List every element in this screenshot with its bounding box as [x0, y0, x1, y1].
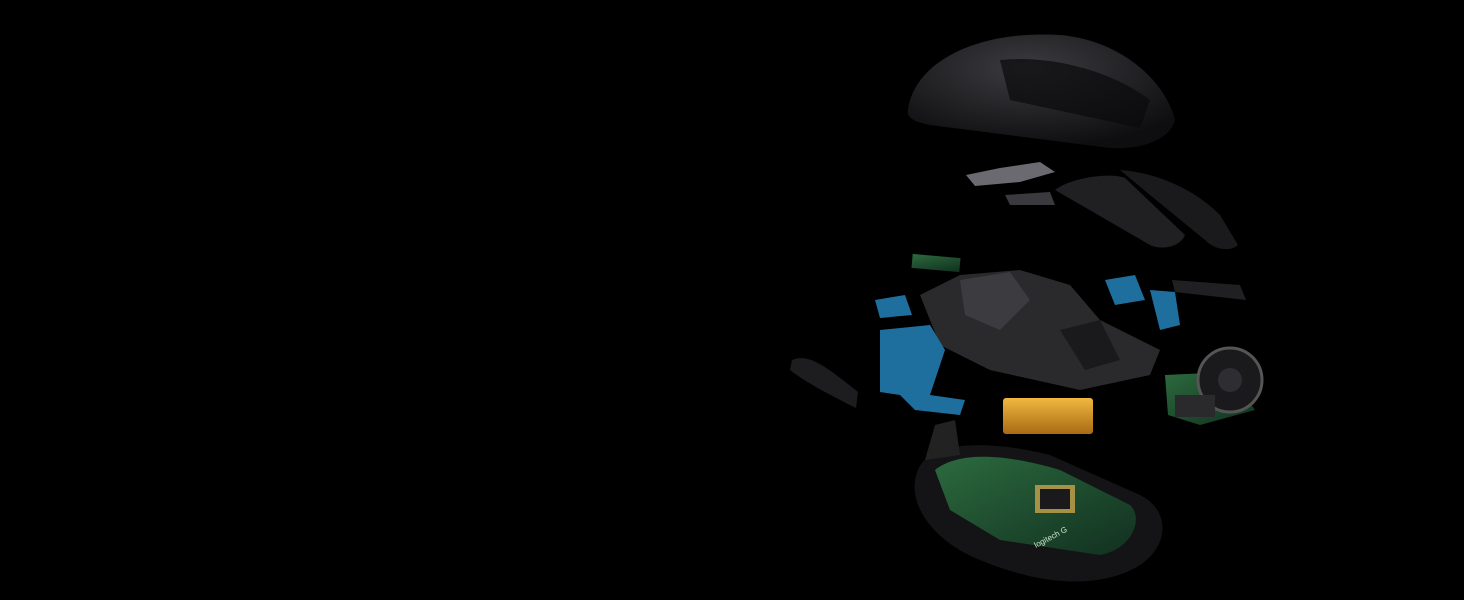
internal-frame	[920, 270, 1160, 390]
top-shell	[907, 34, 1175, 149]
battery	[1003, 398, 1093, 434]
click-buttons	[1055, 170, 1238, 250]
side-grip	[790, 358, 858, 408]
blue-switch-housings	[875, 275, 1180, 415]
base-plate-with-pcb: logitech G	[914, 420, 1163, 582]
spring-brackets	[966, 162, 1055, 205]
small-pcb	[911, 253, 961, 273]
scroll-wheel-assembly	[1165, 346, 1264, 425]
side-buttons	[1172, 280, 1246, 300]
